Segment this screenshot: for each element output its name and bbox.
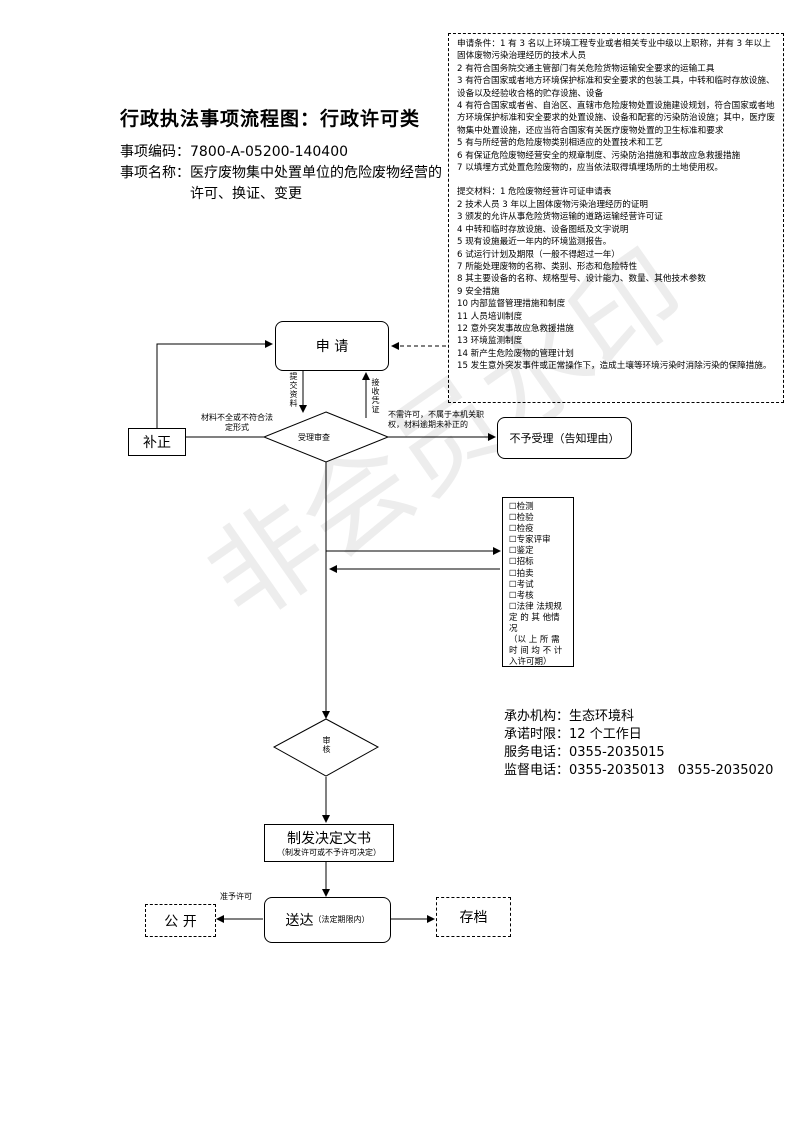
reject-reason-label: 不需许可，不属于本机关职权，材料逾期未补正的 — [388, 410, 484, 429]
checks-note: （以 上 所 需时 间 均 不 计入许可期） — [509, 635, 563, 668]
agency-info: 承办机构：生态环境科 承诺时限：12 个工作日 服务电话：0355-203501… — [504, 708, 773, 780]
item-name-line1: 医疗废物集中处置单位的危险废物经营的 — [190, 165, 442, 181]
condition-line: 申请条件：1 有 3 名以上环境工程专业或者相关专业中级以上职称，并有 3 年以… — [457, 39, 771, 62]
grant-label: 准予许可 — [220, 892, 252, 901]
check-item: ☐检验 — [509, 513, 534, 524]
special-procedures-box: ☐检测 ☐检验 ☐检疫 ☐专家评审 ☐鉴定 ☐招标 ☐拍卖 ☐考试 ☐考核 ☐法… — [502, 497, 574, 667]
audit-label: 审核 — [322, 736, 331, 754]
material-line: 3 颁发的允许从事危险货物运输的道路运输经营许可证 — [457, 212, 663, 223]
receive-label: 接收凭证 — [371, 378, 380, 414]
item-name-label: 事项名称： — [120, 165, 190, 181]
check-item: ☐考核 — [509, 590, 534, 601]
agency-supervise-value: 0355-2035013 0355-2035020 — [569, 763, 774, 778]
correction-node: 补正 — [128, 428, 186, 456]
agency-org: 承办机构：生态环境科 — [504, 708, 773, 726]
condition-line: 5 有与所经营的危险废物类别相适应的处置技术和工艺 — [457, 138, 663, 149]
review-label: 受理审查 — [298, 433, 330, 442]
item-code-value: 7800-A-05200-140400 — [190, 144, 349, 160]
material-line: 10 内部监督管理措施和制度 — [457, 299, 566, 310]
submit-label: 提交资料 — [289, 372, 298, 408]
check-item: ☐专家评审 — [509, 535, 551, 546]
item-name: 事项名称：医疗废物集中处置单位的危险废物经营的 — [120, 162, 442, 182]
material-line: 2 技术人员 3 年以上固体废物污染治理经历的证明 — [457, 199, 649, 210]
condition-line: 4 有符合国家或者省、自治区、直辖市危险废物处置设施建设规划，符合国家或者地方环… — [457, 101, 775, 136]
check-item: ☐鉴定 — [509, 546, 534, 557]
condition-line: 2 有符合国务院交通主管部门有关危险货物运输安全要求的运输工具 — [457, 63, 715, 74]
check-item: ☐检疫 — [509, 524, 534, 535]
decision-label: 制发决定文书 — [287, 831, 371, 847]
deliver-node: 送达（法定期限内） — [264, 897, 391, 943]
check-item: ☐法律 法规规定 的 其 他情况 — [509, 601, 562, 635]
agency-limit-value: 12 个工作日 — [569, 727, 642, 742]
agency-limit-label: 承诺时限： — [504, 727, 570, 742]
reject-label: 不予受理（告知理由） — [509, 432, 620, 445]
agency-limit: 承诺时限：12 个工作日 — [504, 726, 773, 744]
archive-node: 存档 — [436, 897, 511, 937]
material-line: 提交材料：1 危险废物经营许可证申请表 — [457, 187, 612, 198]
apply-label: 申 请 — [315, 339, 349, 355]
publish-label: 公 开 — [164, 913, 197, 930]
reject-node: 不予受理（告知理由） — [497, 417, 632, 459]
condition-line: 3 有符合国家或者地方环境保护标准和安全要求的包装工具，中转和临时存放设施、设备… — [457, 76, 775, 99]
material-line: 9 安全措施 — [457, 286, 500, 297]
item-name-line2: 许可、换证、变更 — [190, 186, 302, 202]
correction-label: 补正 — [143, 435, 171, 451]
deliver-label: 送达 — [285, 913, 314, 929]
audit-diamond — [272, 718, 380, 777]
agency-service-label: 服务电话： — [504, 745, 570, 760]
check-item: ☐检测 — [509, 502, 534, 512]
publish-node: 公 开 — [145, 904, 216, 937]
item-code-label: 事项编码： — [120, 144, 190, 160]
deliver-sublabel: （法定期限内） — [313, 915, 370, 924]
material-line: 12 意外突发事故应急救援措施 — [457, 323, 574, 334]
review-diamond — [262, 411, 390, 463]
agency-supervise: 监督电话：0355-2035013 0355-2035020 — [504, 762, 773, 780]
decision-sublabel: （制发许可或不予许可决定） — [277, 848, 381, 857]
material-line: 15 发生意外突发事件或正常操作下，造成土壤等环境污染时消除污染的保障措施。 — [457, 361, 772, 372]
material-line: 13 环境监测制度 — [457, 336, 523, 347]
requirements-note: 申请条件：1 有 3 名以上环境工程专业或者相关专业中级以上职称，并有 3 年以… — [448, 33, 784, 403]
material-line: 8 其主要设备的名称、规格型号、设计能力、数量、其他技术参数 — [457, 274, 706, 285]
material-line: 7 所能处理废物的名称、类别、形态和危险特性 — [457, 261, 638, 272]
check-item: ☐拍卖 — [509, 568, 534, 579]
agency-service-value: 0355-2035015 — [569, 745, 665, 760]
condition-line: 7 以填埋方式处置危险废物的，应当依法取得填埋场所的土地使用权。 — [457, 163, 724, 174]
material-line: 6 试运行计划及期限（一般不得超过一年） — [457, 249, 620, 260]
agency-org-label: 承办机构： — [504, 709, 570, 724]
item-code: 事项编码：7800-A-05200-140400 — [120, 141, 348, 161]
incomplete-label: 材料不全或不符合法定形式 — [201, 413, 273, 432]
agency-service: 服务电话：0355-2035015 — [504, 744, 773, 762]
archive-label: 存档 — [459, 910, 488, 926]
page-title: 行政执法事项流程图：行政许可类 — [120, 108, 421, 130]
decision-node: 制发决定文书 （制发许可或不予许可决定） — [264, 824, 394, 862]
apply-node: 申 请 — [275, 321, 389, 371]
condition-line: 6 有保证危险废物经营安全的规章制度、污染防治措施和事故应急救援措施 — [457, 150, 741, 161]
agency-supervise-label: 监督电话： — [504, 763, 570, 778]
material-line: 5 现有设施最近一年内的环境监测报告。 — [457, 237, 612, 248]
material-line: 11 人员培训制度 — [457, 311, 523, 322]
material-line: 4 中转和临时存放设施、设备图纸及文字说明 — [457, 224, 629, 235]
material-line: 14 新产生危险废物的管理计划 — [457, 348, 574, 359]
check-item: ☐招标 — [509, 557, 534, 568]
agency-org-value: 生态环境科 — [569, 709, 635, 724]
check-item: ☐考试 — [509, 579, 534, 590]
